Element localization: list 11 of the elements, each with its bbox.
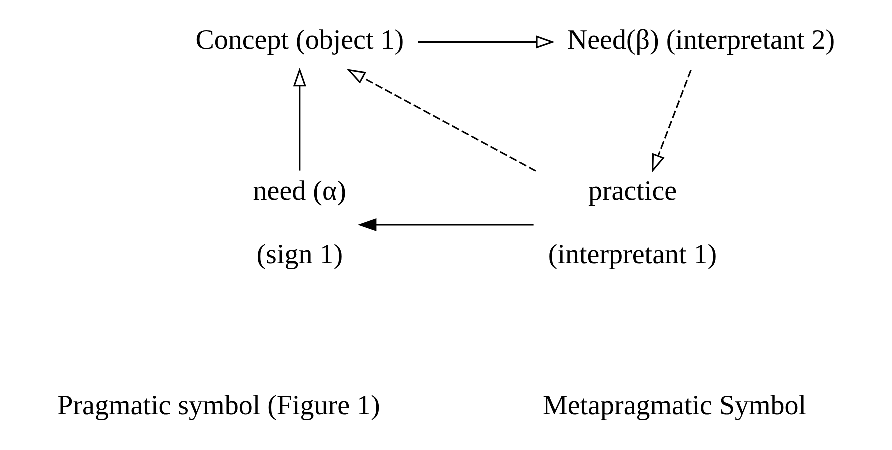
arrow [418, 36, 554, 49]
node-text: Need(β) (interpretant 2) [566, 25, 835, 56]
arrow [292, 68, 306, 171]
node-text: Concept (object 1) [195, 25, 404, 56]
label: Metapragmatic Symbol [542, 390, 806, 422]
label: Pragmatic symbol (Figure 1) [57, 390, 380, 422]
arrow [358, 218, 534, 232]
node-text: practice (interpretant 1) [548, 176, 717, 271]
node-text: need (α) (sign 1) [252, 176, 346, 271]
arrow [652, 70, 692, 173]
arrow [346, 69, 536, 172]
